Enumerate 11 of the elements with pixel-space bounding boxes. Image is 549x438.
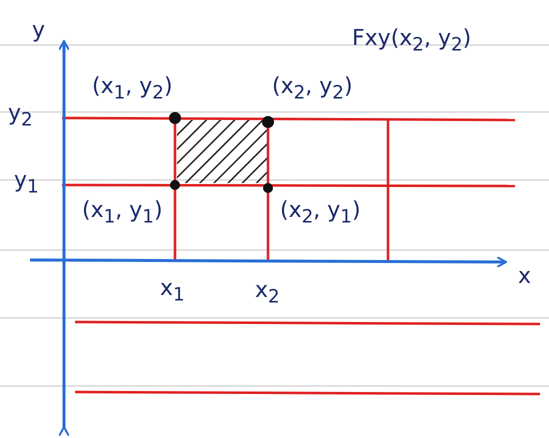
tick-label: y$_{2}$ (8, 103, 33, 130)
point-label: (x$_{2}$, y$_{2}$) (272, 76, 353, 103)
tick-label: x$_{2}$ (255, 280, 280, 307)
axis-label: y (32, 20, 46, 42)
point-label: (x$_{1}$, y$_{2}$) (92, 76, 173, 103)
function-label: Fxy(x$_{2}$, y$_{2}$) (352, 28, 472, 55)
point-label: (x$_{1}$, y$_{1}$) (82, 200, 163, 227)
point-label: (x$_{2}$, y$_{1}$) (280, 200, 361, 227)
tick-label: y$_{1}$ (14, 170, 39, 197)
tick-label: x$_{1}$ (160, 278, 185, 305)
axis-label: x (518, 266, 532, 288)
